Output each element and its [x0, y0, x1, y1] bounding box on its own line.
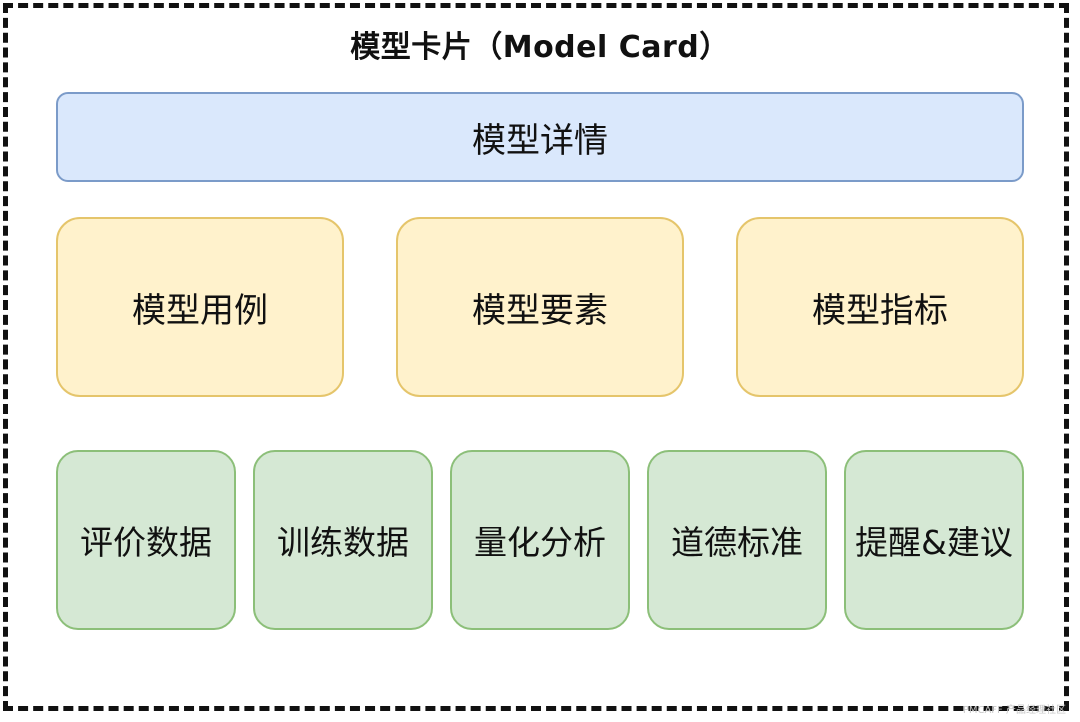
box-model-metrics: 模型指标: [736, 217, 1024, 397]
box-label: 量化分析: [474, 523, 606, 562]
box-model-use-cases: 模型用例: [56, 217, 344, 397]
diagram-title: 模型卡片（Model Card）: [350, 30, 730, 65]
box-label: 模型要素: [472, 290, 608, 331]
box-caveats-recommendations: 提醒&建议: [844, 450, 1024, 630]
box-model-factors: 模型要素: [396, 217, 684, 397]
box-quantitative-analysis: 量化分析: [450, 450, 630, 630]
box-label: 道德标准: [671, 523, 803, 562]
box-label: 训练数据: [277, 523, 409, 562]
box-label: 评价数据: [80, 523, 212, 562]
box-label: 模型指标: [812, 290, 948, 331]
box-label: 模型用例: [132, 290, 268, 331]
box-model-details: 模型详情: [56, 92, 1024, 182]
box-training-data: 训练数据: [253, 450, 433, 630]
box-evaluation-data: 评价数据: [56, 450, 236, 630]
box-label: 提醒&建议: [855, 523, 1013, 562]
box-label: 模型详情: [472, 120, 608, 161]
dashed-frame: [3, 3, 1069, 711]
watermark: PMCAFF 产品经理社区: [962, 705, 1066, 716]
box-ethical-considerations: 道德标准: [647, 450, 827, 630]
